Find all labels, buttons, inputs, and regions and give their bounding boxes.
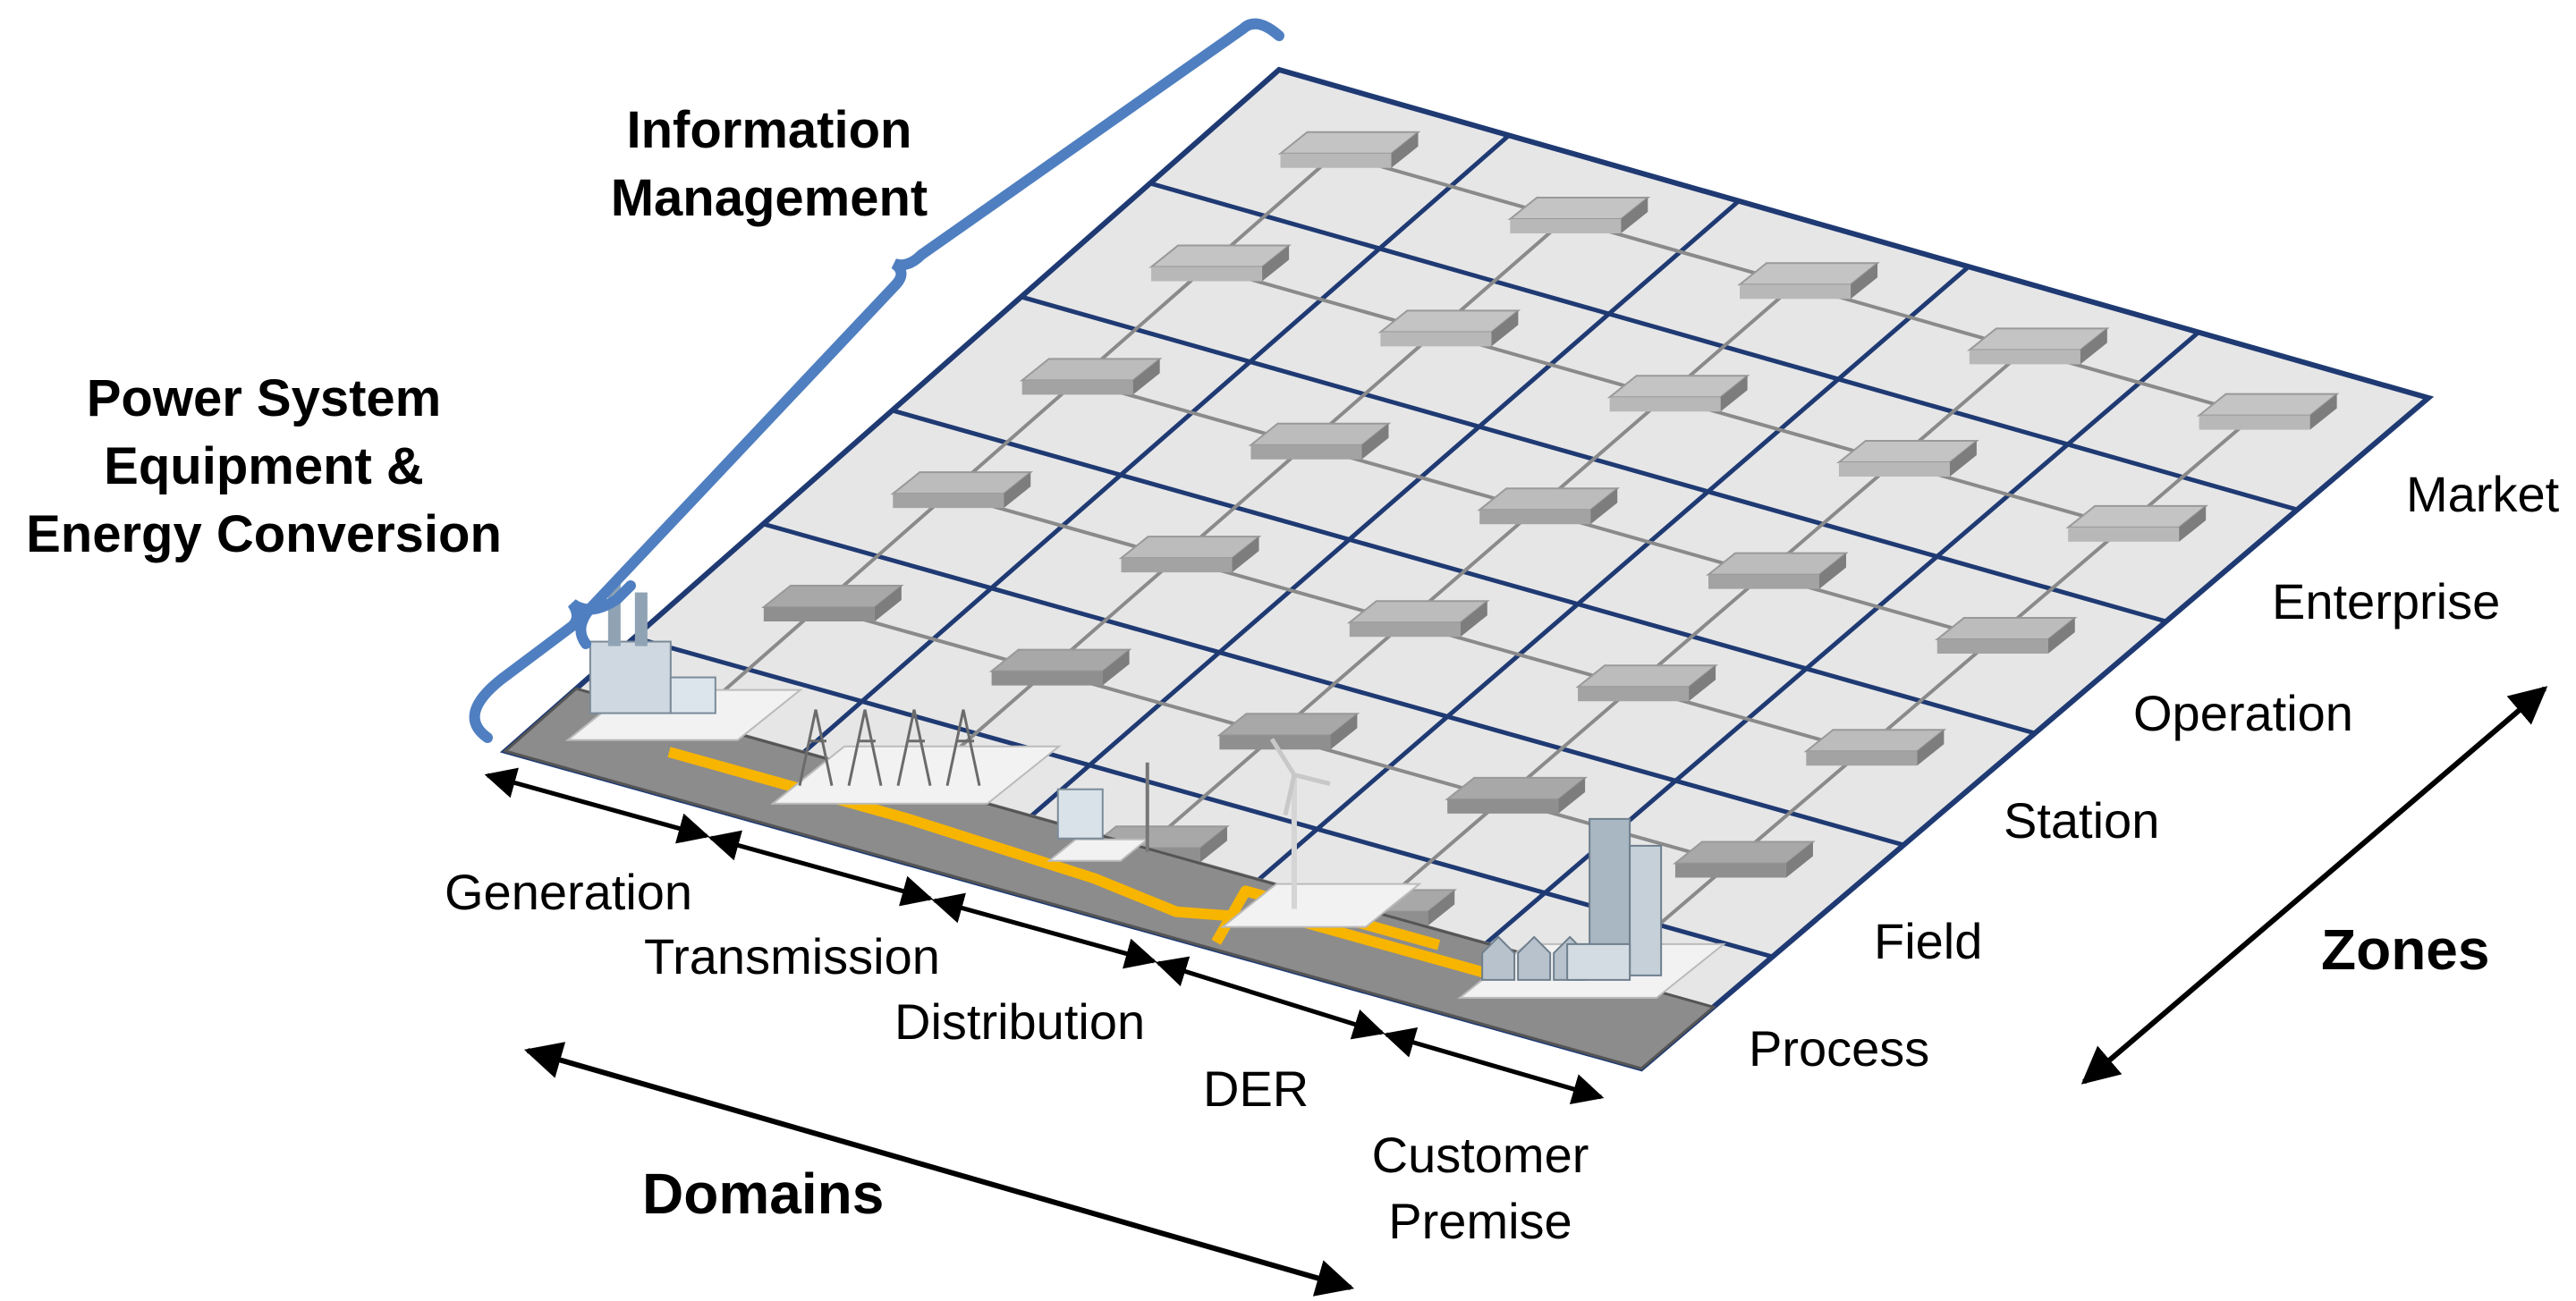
- domain-label-der: DER: [1203, 1060, 1309, 1117]
- chimney-icon: [634, 592, 648, 646]
- component-node-side: [1380, 332, 1492, 347]
- domain-label-generation: Generation: [445, 864, 693, 920]
- domain-label-distribution: Distribution: [894, 993, 1146, 1050]
- transmission-tower-icon: [847, 709, 883, 787]
- component-node-side: [991, 671, 1103, 686]
- component-node-side: [1969, 350, 2080, 365]
- component-node-end: [1361, 423, 1389, 460]
- domains-title: Domains: [642, 1162, 885, 1226]
- component-node-side: [1674, 863, 1786, 878]
- domains-axis-arrow: [523, 1042, 1355, 1297]
- component-node-end: [1232, 536, 1259, 573]
- component-node-end: [2080, 328, 2107, 365]
- component-node-end: [1460, 601, 1487, 638]
- component-node-end: [1949, 441, 1977, 477]
- transmission-tower-icon: [896, 709, 932, 787]
- component-node-side: [2199, 415, 2310, 430]
- zone-label-field: Field: [1874, 913, 1983, 969]
- zone-label-enterprise: Enterprise: [2272, 573, 2501, 629]
- grid-zone-line: [1278, 67, 2429, 401]
- transmission-tower-icon: [945, 709, 981, 787]
- component-node-end: [2047, 618, 2075, 655]
- component-node-end: [2309, 393, 2337, 430]
- component-node-side: [1740, 284, 1852, 300]
- component-node-side: [1609, 397, 1721, 412]
- component-node-side: [1936, 639, 2048, 655]
- component-node-side: [1838, 462, 1950, 477]
- house-icon: [1481, 935, 1516, 981]
- component-node-side: [1121, 558, 1233, 573]
- office-tower-icon: [1629, 844, 1663, 976]
- component-node-end: [1262, 245, 1290, 282]
- zone-label-market: Market: [2406, 466, 2560, 522]
- component-node-side: [2068, 527, 2180, 542]
- component-node-side: [1250, 444, 1362, 460]
- component-node-end: [1330, 714, 1358, 750]
- transmission-substation-pad: [770, 745, 1062, 805]
- component-node-end: [1720, 376, 1748, 412]
- zones-title: Zones: [2321, 917, 2490, 982]
- zone-label-station: Station: [2004, 792, 2160, 849]
- component-node-end: [1917, 730, 1945, 766]
- component-node-end: [1621, 197, 1648, 233]
- der-pad: [1220, 883, 1422, 928]
- power-plant-building: [589, 640, 672, 714]
- power-system-brace: [469, 580, 636, 743]
- component-node-end: [1590, 488, 1618, 525]
- zone-label-process: Process: [1749, 1020, 1930, 1077]
- component-node-end: [1558, 777, 1586, 814]
- generation-arrow: [484, 767, 710, 844]
- facility-icons: [564, 583, 1726, 999]
- component-node-side: [1021, 380, 1133, 395]
- component-node-side: [1151, 266, 1263, 282]
- customer-premise-arrow: [1383, 1027, 1605, 1104]
- component-node-side: [1280, 153, 1392, 168]
- component-node-end: [1689, 665, 1716, 702]
- component-node-end: [1491, 310, 1519, 347]
- component-node-side: [763, 606, 875, 621]
- component-node-end: [2179, 505, 2207, 542]
- component-node-side: [1349, 622, 1461, 638]
- component-node-end: [1391, 131, 1419, 168]
- transmission-tower-icon: [798, 709, 834, 787]
- house-icon: [1517, 935, 1552, 981]
- plant-annex: [669, 676, 716, 714]
- component-node-end: [1428, 890, 1455, 926]
- domain-label-transmission: Transmission: [644, 928, 940, 984]
- distribution-arrow: [931, 892, 1157, 969]
- information-management-label: Information Management: [610, 101, 928, 227]
- component-node-end: [1132, 359, 1160, 395]
- zones-axis-arrow: [2080, 686, 2548, 1085]
- der-arrow: [1155, 956, 1385, 1040]
- factory-icon: [1566, 942, 1631, 981]
- component-nodes: [631, 131, 2340, 990]
- component-node-side: [1447, 798, 1559, 814]
- component-node-end: [1851, 263, 1878, 300]
- component-node-end: [1785, 841, 1813, 878]
- zone-label-operation: Operation: [2133, 685, 2353, 741]
- component-node-side: [1708, 574, 1820, 589]
- component-node-end: [1819, 553, 1847, 589]
- turbine-blades-icon: [1269, 738, 1331, 816]
- component-node-end: [1102, 649, 1130, 686]
- component-node-end: [874, 585, 902, 621]
- component-node-end: [1004, 472, 1031, 509]
- component-node-side: [893, 494, 1004, 509]
- component-node-side: [1806, 751, 1918, 766]
- component-node-side: [1479, 510, 1591, 525]
- transformer-icon: [1056, 788, 1104, 840]
- component-node-side: [1578, 687, 1690, 702]
- component-node-end: [1199, 826, 1227, 863]
- transmission-arrow: [708, 830, 934, 907]
- component-node-side: [1510, 218, 1622, 233]
- domain-label-customer-premise: Customer Premise: [1371, 1127, 1589, 1249]
- power-system-label: Power System Equipment & Energy Conversi…: [26, 369, 502, 563]
